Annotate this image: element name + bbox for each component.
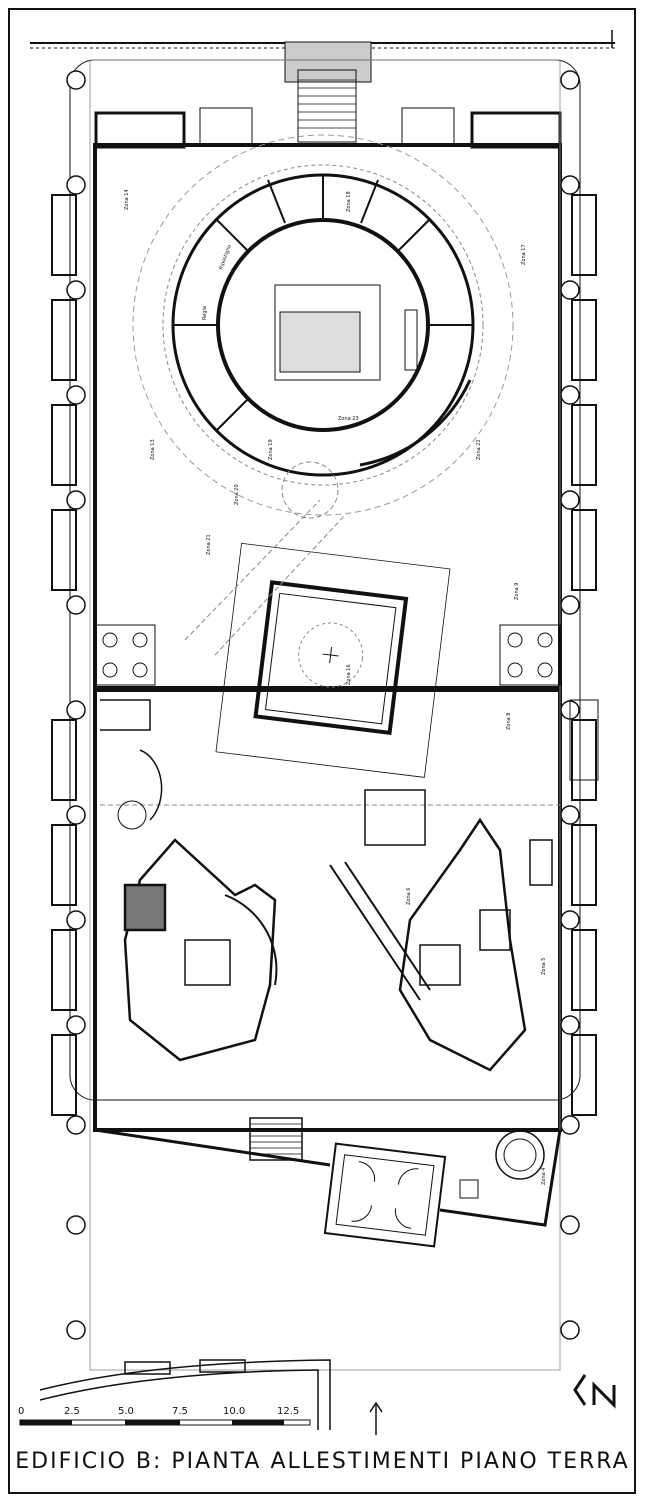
scale-tick: 12.5 <box>277 1406 299 1417</box>
scale-tick: 7.5 <box>172 1406 188 1417</box>
room-label: Zona 6 <box>406 888 412 906</box>
room-label: Zona 13 <box>150 439 156 460</box>
central-rotunda <box>132 134 514 516</box>
room-label: Zona 19 <box>268 439 274 460</box>
room-label: Zona 21 <box>206 534 212 555</box>
drawing-title: EDIFICIO B: PIANTA ALLESTIMENTI PIANO TE… <box>15 1449 630 1474</box>
scale-tick: 2.5 <box>64 1406 80 1417</box>
entrance-stair-top <box>94 41 562 149</box>
room-label: Zona 5 <box>541 958 547 976</box>
room-label: Zona 16 <box>346 664 352 685</box>
stairs-icon <box>249 699 599 1161</box>
zone-16-square <box>215 542 451 778</box>
lower-right-wing <box>364 789 553 1072</box>
room-label: Zona 8 <box>506 713 512 731</box>
lower-entrance <box>323 1142 447 1248</box>
drawing-frame <box>8 8 636 1494</box>
diagonal-corridor <box>184 461 346 656</box>
scale-tick: 10.0 <box>223 1406 245 1417</box>
scale-bar: 0 2.5 5.0 7.5 10.0 12.5 <box>18 1406 311 1426</box>
room-label: Ripostiglio <box>218 244 233 271</box>
room-label: Regia <box>202 306 208 320</box>
cross-aisle <box>94 624 561 806</box>
lower-diagonal-walls <box>224 861 431 1001</box>
lower-left-wing <box>100 699 277 1062</box>
north-arrow-icon <box>573 1374 616 1409</box>
room-label: Zona 20 <box>234 484 240 505</box>
lower-outline <box>94 1128 562 1227</box>
site-curve <box>39 1359 383 1435</box>
room-label: Zona 18 <box>346 191 352 212</box>
room-label: Zona 17 <box>521 244 527 265</box>
room-label: Zona 23 <box>338 416 359 422</box>
building-outline <box>69 59 581 1371</box>
room-label: Zona 22 <box>476 439 482 460</box>
room-label: Zona 4 <box>541 1168 547 1186</box>
room-label: Zona 9 <box>514 583 520 601</box>
scale-tick: 5.0 <box>118 1406 134 1417</box>
room-label: Zona 14 <box>124 189 130 210</box>
window-bays <box>51 194 597 1116</box>
scale-tick: 0 <box>18 1406 24 1417</box>
